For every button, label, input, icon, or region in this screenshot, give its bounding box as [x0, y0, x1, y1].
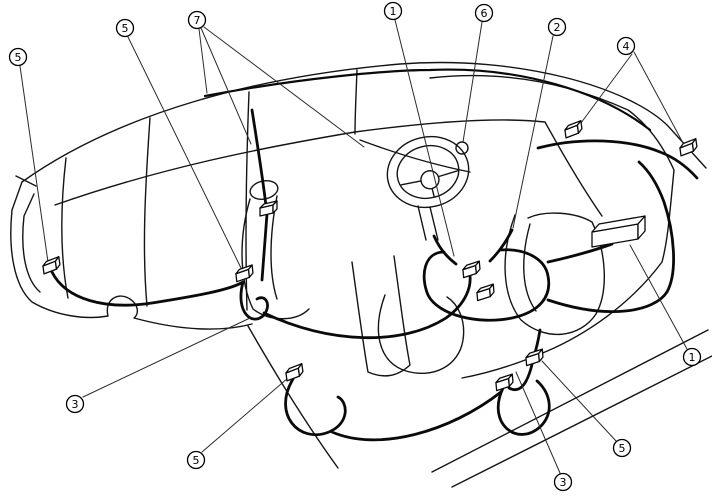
callout-5-bottom-right: 5: [612, 438, 632, 458]
connector-icon: [524, 348, 545, 367]
svg-text:6: 6: [481, 7, 488, 20]
svg-text:1: 1: [390, 5, 397, 18]
connector-icon: [284, 363, 305, 382]
callout-7-roof: 7: [187, 10, 207, 30]
svg-text:2: 2: [554, 21, 561, 34]
svg-text:5: 5: [619, 442, 626, 455]
callout-1-top: 1: [383, 1, 403, 21]
svg-text:5: 5: [15, 51, 22, 64]
connector-icon: [475, 283, 496, 302]
floor-harness: [50, 108, 699, 442]
svg-text:3: 3: [560, 476, 567, 489]
control-unit-box: [591, 215, 646, 248]
callout-4-front-right: 4: [616, 36, 636, 56]
callout-1-control-unit: 1: [682, 347, 702, 367]
connector-icon: [563, 120, 584, 139]
callout-6-dash: 6: [474, 3, 494, 23]
callout-3-floor-left: 3: [65, 394, 85, 414]
callout-3-floor-right: 3: [553, 472, 573, 492]
connector-icon: [41, 256, 62, 275]
svg-text:1: 1: [689, 351, 696, 364]
car-body-outline: [10, 61, 712, 488]
leader-lines: [19, 19, 688, 474]
connector-icon: [461, 260, 482, 279]
connector-icon: [234, 264, 255, 283]
callout-5-top-left: 5: [8, 47, 28, 67]
svg-text:4: 4: [623, 40, 630, 53]
callout-2-console: 2: [547, 17, 567, 37]
roof-harness: [203, 68, 652, 132]
svg-text:5: 5: [193, 454, 200, 467]
callout-5-upper-left: 5: [115, 18, 135, 38]
dash-sensor: [455, 141, 469, 155]
callout-5-bottom-left: 5: [186, 450, 206, 470]
svg-text:5: 5: [122, 22, 129, 35]
svg-text:3: 3: [72, 398, 79, 411]
svg-text:7: 7: [194, 14, 201, 27]
seats-outline: [241, 195, 605, 375]
steering-wheel: [386, 135, 470, 209]
